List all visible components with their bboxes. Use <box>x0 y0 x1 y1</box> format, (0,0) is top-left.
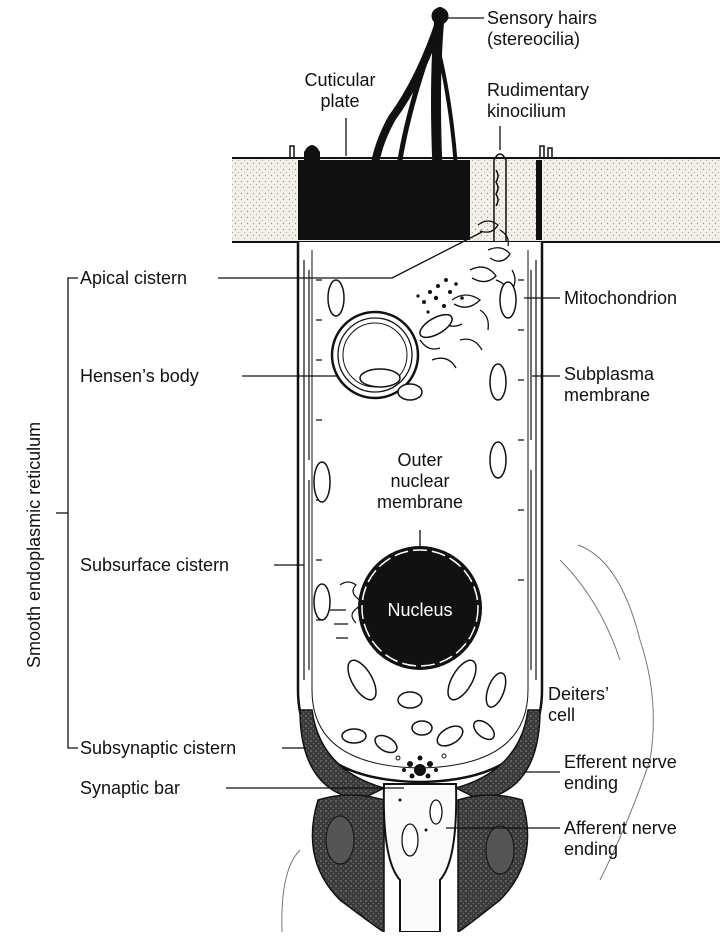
synaptic-bar-label: Synaptic bar <box>80 778 180 799</box>
nucleus-label: Nucleus <box>370 600 470 621</box>
smooth-er-group-label: Smooth endoplasmic reticulum <box>24 422 45 668</box>
apical-cistern-label: Apical cistern <box>80 268 187 289</box>
subsynaptic-cistern-label: Subsynaptic cistern <box>80 738 236 759</box>
afferent-nerve-ending <box>384 784 456 932</box>
subsurface-cistern-label: Subsurface cistern <box>80 555 229 576</box>
sensory-hairs-label: Sensory hairs(stereocilia) <box>487 8 597 50</box>
hensens-body-label: Hensen’s body <box>80 366 199 387</box>
deiters-cell-label: Deiters’cell <box>548 684 609 726</box>
mitochondrion-label: Mitochondrion <box>564 288 677 309</box>
